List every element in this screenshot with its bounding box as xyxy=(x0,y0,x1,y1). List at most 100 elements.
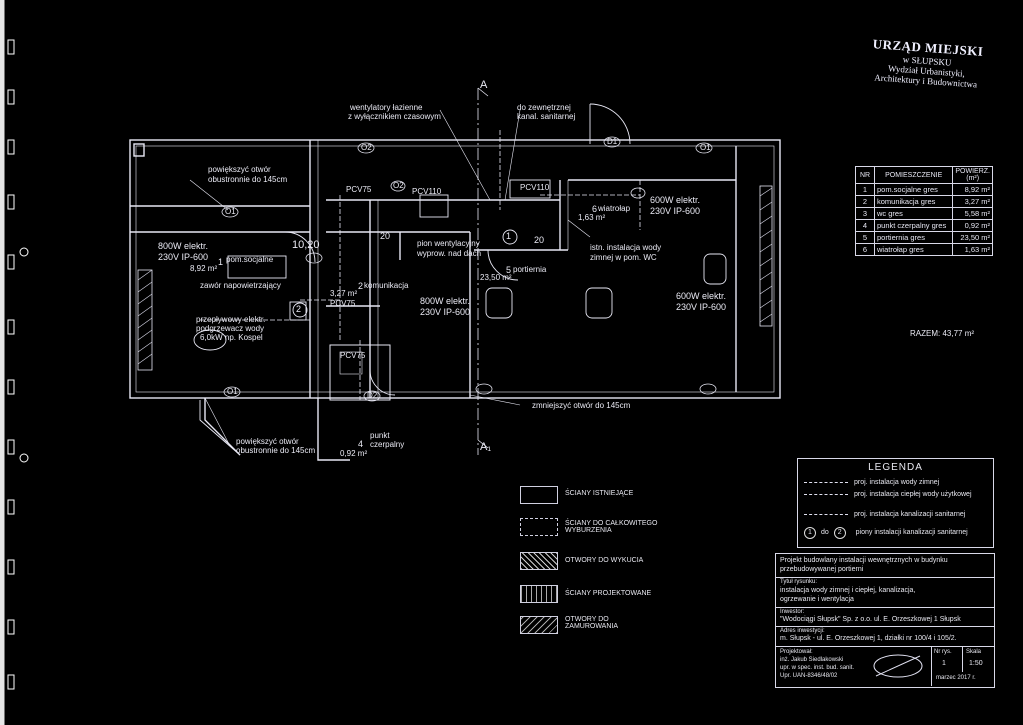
room-table: NR POMIESZCZENIE POWIERZ. (m²) 1 pom.soc… xyxy=(855,166,993,256)
window-markers xyxy=(221,136,717,402)
heater-1: 800W elektr. xyxy=(158,241,209,251)
room-1-area: 8,92 m² xyxy=(190,264,218,273)
furniture xyxy=(193,179,727,351)
window-o2-b: O2 xyxy=(393,181,404,190)
row-area: 8,92 m² xyxy=(952,183,993,196)
table-row: 4 punkt czerpalny gres 0,92 m² xyxy=(855,219,993,232)
vent-pipe-label-2: wyprow. nad dach xyxy=(417,249,482,258)
window-o1-c: O1 xyxy=(700,143,711,152)
legend-label: proj. instalacja wody zimnej xyxy=(854,479,940,486)
existing-label: istn. instalacja wody xyxy=(590,243,662,252)
signature xyxy=(873,654,923,678)
row-nr: 1 xyxy=(855,183,875,196)
legend-title: LEGENDA xyxy=(868,462,923,473)
row-nr: 6 xyxy=(855,243,875,256)
project-title-2: przebudowywanej portierni xyxy=(780,566,864,573)
legend-label: proj. instalacja ciepłej wody użytkowej xyxy=(854,491,972,498)
door-d2: D2 xyxy=(367,391,378,400)
scale-value: 1:50 xyxy=(969,660,983,667)
boiler-label: przepływowy elektr. xyxy=(196,315,266,324)
total-area: RAZEM: 43,77 m² xyxy=(910,329,975,338)
enlarge-top-label-2: obustronnie do 145cm xyxy=(208,175,288,184)
heater-2b: 230V IP-600 xyxy=(650,206,701,216)
date: marzec 2017 r. xyxy=(936,675,976,681)
legend: LEGENDA proj. instalacja wody zimnej pro… xyxy=(797,458,994,548)
room-4-name-2: czerpalny xyxy=(370,440,405,449)
room-5-num: 5 xyxy=(506,265,512,275)
vent-label-2: z wyłącznikiem czasowym xyxy=(348,112,441,121)
key-label: OTWORY DO WYKUCIA xyxy=(565,557,644,564)
legend-item: proj. instalacja wody zimnej xyxy=(804,479,939,486)
office-stamp: URZĄD MIEJSKI w SŁUPSKU Wydział Urbanist… xyxy=(861,36,994,91)
doors xyxy=(199,103,631,456)
key-label: ŚCIANY ISTNIEJĄCE xyxy=(565,490,634,497)
boiler-label-3: 6,0kW np. Kospel xyxy=(200,333,263,342)
row-area: 23,50 m² xyxy=(952,231,993,244)
riser-circle-icon: 2 xyxy=(833,527,846,539)
heater-3: 800W elektr. xyxy=(420,296,471,306)
table-row: 5 portiernia gres 23,50 m² xyxy=(855,231,993,244)
key-openings-close xyxy=(520,616,558,634)
pcv-label-5: PCV75 xyxy=(340,351,366,360)
window-o1-b: O1 xyxy=(227,387,238,396)
investor-label: Inwestor: xyxy=(780,609,805,615)
row-name: wc gres xyxy=(873,207,954,220)
enlarge-top-label: powiększyć otwór xyxy=(208,165,271,174)
room-4-name: punkt xyxy=(370,431,390,440)
row-area: 0,92 m² xyxy=(952,219,993,232)
enlarge-bottom-label: powiększyć otwór xyxy=(236,437,299,446)
row-name: komunikacja gres xyxy=(873,195,954,208)
scale-label: Skala xyxy=(966,649,982,655)
room-2-area: 3,27 m² xyxy=(330,289,358,298)
scope-label: Tytuł rysunku: xyxy=(780,579,818,585)
room-4-area: 0,92 m² xyxy=(340,449,368,458)
heater-2: 600W elektr. xyxy=(650,195,701,205)
investor: "Wodociągi Słupsk" Sp. z o.o. ul. E. Orz… xyxy=(780,616,961,623)
legend-label: piony instalacji kanalizacji sanitarnej xyxy=(855,529,968,536)
row-name: portiernia gres xyxy=(873,231,954,244)
vent-pipe-label: pion wentylacyjny xyxy=(417,239,480,248)
designer-label: Projektował: xyxy=(780,649,813,655)
row-nr: 5 xyxy=(855,231,875,244)
address: m. Słupsk - ul. E. Orzeszkowej 1, działk… xyxy=(780,635,957,642)
project-title: Projekt budowlany instalacji wewnętrznyc… xyxy=(780,557,948,564)
scope: instalacja wody zimnej i ciepłej, kanali… xyxy=(780,587,916,594)
title-block: Projekt budowlany instalacji wewnętrznyc… xyxy=(775,553,995,688)
enlarge-bottom-label-2: obustronnie do 145cm xyxy=(236,446,316,455)
section-a-top: A xyxy=(480,79,488,91)
leader-lines xyxy=(189,109,591,447)
existing-label-2: zimnej w pom. WC xyxy=(590,253,657,262)
heater-1b: 230V IP-600 xyxy=(158,252,209,262)
row-name: wiatrołap gres xyxy=(873,243,954,256)
heater-4: 600W elektr. xyxy=(676,291,727,301)
riser-1: 1 xyxy=(506,231,512,241)
heater-3b: 230V IP-600 xyxy=(420,307,471,317)
legend-do: do xyxy=(820,529,829,536)
table-row: 2 komunikacja gres 3,27 m² xyxy=(855,195,993,208)
col-header-nr: NR xyxy=(855,166,875,184)
binder-holes xyxy=(0,0,29,725)
valve-label: zawór napowietrzający xyxy=(200,281,281,290)
riser-2: 2 xyxy=(296,304,302,314)
boiler-label-2: podgrzewacz wody xyxy=(196,324,265,333)
room-6-num: 6 xyxy=(592,204,598,214)
table-row: 3 wc gres 5,58 m² xyxy=(855,207,993,220)
reduce-label: zmniejszyć otwór do 145cm xyxy=(532,401,631,410)
sewer-label-2: kanal. sanitarnej xyxy=(517,112,576,121)
legend-item: proj. instalacja ciepłej wody użytkowej xyxy=(804,491,972,498)
pcv-label-1: PCV75 xyxy=(346,185,372,194)
key-label: OTWORY DO ZAMUROWANIA xyxy=(565,616,619,630)
scope-2: ogrzewanie i wentylacja xyxy=(780,596,854,603)
room-5-name: portiernia xyxy=(513,265,547,274)
key-demolish-walls xyxy=(520,518,558,536)
sheet-number: 1 xyxy=(942,660,946,667)
window-o1-a: O1 xyxy=(225,207,236,216)
key-new-walls xyxy=(520,585,558,603)
designer-3: Upr. UAN-8346/48/02 xyxy=(780,673,838,679)
key-existing-walls xyxy=(520,486,558,504)
sheet-label: Nr rys. xyxy=(934,649,952,655)
room-6-area: 1,63 m² xyxy=(578,213,606,222)
key-label: ŚCIANY PROJEKTOWANE xyxy=(565,590,652,597)
row-nr: 3 xyxy=(855,207,875,220)
